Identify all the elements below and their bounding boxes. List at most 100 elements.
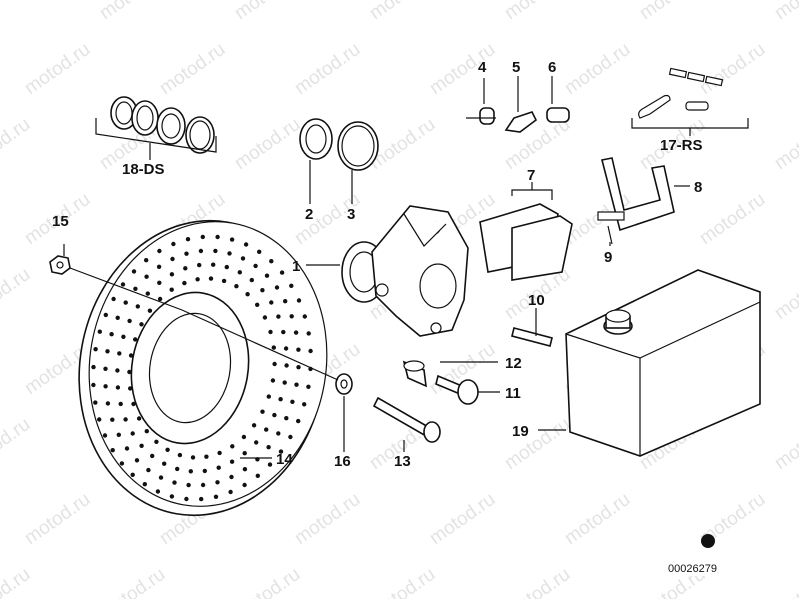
disc-hole (118, 401, 123, 407)
bleeder-parts-drawing (479, 107, 570, 133)
watermark-text: motod.ru (96, 564, 169, 599)
watermark-text: motod.ru (291, 489, 364, 549)
disc-hole (139, 322, 144, 327)
disc-hole (254, 440, 259, 445)
part-labels: 1 2 3 4 5 6 7 8 9 10 11 12 13 14 15 16 1… (52, 59, 703, 470)
watermark-text: motod.ru (771, 0, 799, 24)
watermark-text: motod.ru (0, 114, 34, 174)
disc-hole (288, 434, 293, 440)
disc-hole (133, 337, 138, 342)
disc-hole (116, 432, 122, 437)
leader-lines (63, 76, 690, 459)
watermark-text: motod.ru (771, 564, 799, 599)
nut-drawing (49, 255, 71, 275)
disc-hole (157, 296, 163, 302)
label-part-18-ds: 18-DS (122, 161, 165, 178)
disc-hole (185, 237, 191, 242)
disc-hole (241, 434, 247, 440)
disc-hole (229, 459, 235, 464)
watermark-text: motod.ru (291, 39, 364, 99)
disc-hole (91, 364, 96, 370)
brake-pads-drawing (479, 203, 573, 281)
disc-hole (127, 318, 132, 324)
disc-hole (171, 241, 176, 247)
disc-hole (271, 345, 276, 350)
disc-hole (282, 380, 287, 385)
disc-hole (184, 251, 189, 256)
disc-hole (136, 416, 142, 421)
disc-hole (117, 351, 122, 356)
disc-hole (115, 385, 121, 390)
disc-hole (269, 300, 274, 305)
disc-hole (306, 384, 311, 389)
disc-hole (162, 461, 167, 466)
disc-hole (237, 270, 242, 275)
disc-hole (115, 368, 120, 373)
disc-hole (165, 447, 170, 452)
disc-hole (272, 361, 277, 367)
disc-hole (157, 248, 162, 254)
disc-hole (296, 298, 302, 303)
disc-hole (93, 400, 98, 405)
watermark-text: motod.ru (501, 0, 574, 24)
watermark-text: motod.ru (501, 564, 574, 599)
disc-hole (142, 482, 147, 487)
seal-kit-drawing (95, 96, 217, 160)
watermark-text: motod.ru (771, 114, 799, 174)
disc-hole (213, 494, 219, 499)
disc-hole (234, 284, 239, 289)
watermark-text: motod.ru (426, 39, 499, 99)
disc-hole (186, 482, 191, 488)
disc-hole (211, 262, 216, 267)
disc-hole (145, 291, 150, 296)
disc-hole (274, 285, 280, 290)
image-code-box: 00026279 (664, 534, 754, 576)
disc-hole (279, 270, 285, 275)
dot-marker (701, 534, 715, 548)
disc-hole (202, 468, 207, 474)
image-code: 00026279 (668, 563, 717, 575)
disc-hole (228, 489, 233, 495)
disc-hole (91, 382, 96, 388)
disc-hole (245, 292, 250, 297)
disc-hole (249, 277, 254, 283)
watermark-text: motod.ru (366, 564, 439, 599)
disc-hole (284, 363, 289, 368)
disc-hole (308, 348, 313, 354)
disc-hole (251, 423, 257, 428)
disc-hole (293, 330, 299, 335)
disc-hole (242, 451, 247, 456)
disc-hole (243, 242, 249, 247)
disc-hole (121, 334, 126, 339)
disc-hole (128, 386, 133, 391)
long-bolt-drawing (372, 396, 441, 443)
disc-hole (230, 444, 235, 449)
disc-hole (197, 262, 202, 268)
disc-hole (128, 353, 134, 358)
disc-hole (172, 480, 177, 485)
watermark-text: motod.ru (0, 564, 34, 599)
watermark-text: motod.ru (771, 264, 799, 324)
watermark-text: motod.ru (231, 564, 304, 599)
disc-hole (169, 494, 175, 499)
watermark-text: motod.ru (426, 489, 499, 549)
disc-hole (133, 286, 138, 291)
disc-hole (283, 346, 289, 351)
disc-holes (91, 234, 313, 502)
disc-hole (144, 429, 149, 434)
disc-hole (198, 248, 204, 254)
disc-hole (296, 365, 301, 370)
disc-hole (284, 416, 289, 421)
pad-pin-drawing (511, 327, 553, 347)
washer-drawing (335, 373, 353, 395)
disc-hole (182, 280, 187, 286)
disc-hole (109, 332, 114, 337)
disc-hole (260, 288, 265, 293)
disc-hole (276, 314, 281, 319)
disc-hole (127, 369, 132, 375)
brake-disc-drawing (78, 219, 328, 517)
disc-hole (93, 347, 98, 352)
disc-hole (302, 314, 307, 319)
label-part-7: 7 (527, 167, 535, 184)
disc-hole (183, 266, 188, 271)
